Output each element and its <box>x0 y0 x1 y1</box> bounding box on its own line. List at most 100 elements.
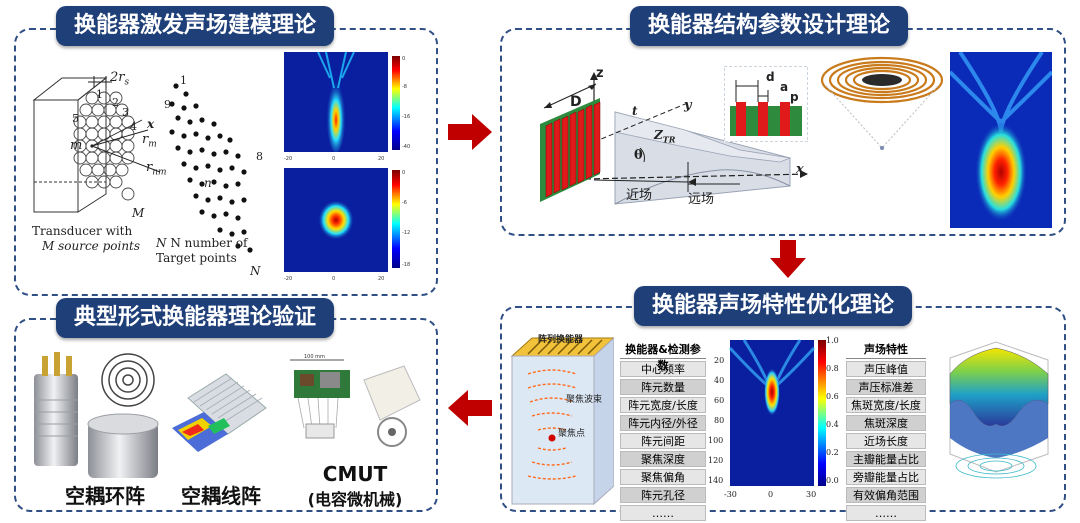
feature-item: 焦斑宽度/长度 <box>846 397 926 413</box>
svg-text:-20: -20 <box>284 156 292 162</box>
transducer-caption-line1: Transducer with <box>32 224 133 238</box>
source-number-2: 2 <box>112 96 119 109</box>
feature-item: …… <box>846 505 926 521</box>
label-far-field: 远场 <box>688 192 715 207</box>
source-number-1: 1 <box>96 88 103 101</box>
beam-field-map <box>950 52 1052 228</box>
svg-text:-18: -18 <box>402 262 410 268</box>
label-array-transducer: 阵列换能器 <box>538 335 584 345</box>
colorbar-tick: 1.0 <box>826 336 839 345</box>
svg-text:0: 0 <box>402 170 405 176</box>
x-tick: 0 <box>768 490 774 499</box>
target-points-figure <box>169 83 253 253</box>
param-item: 聚焦偏角 <box>620 469 706 485</box>
target-caption-line2: Target points <box>156 251 237 265</box>
y-tick: 140 <box>708 476 724 485</box>
arrow-down-icon <box>770 240 806 278</box>
arrow-right-icon <box>448 114 492 150</box>
linear-array-transducer-photo <box>172 373 267 452</box>
colorbar-tick: 0.2 <box>826 448 839 457</box>
svg-text:-12: -12 <box>402 230 410 236</box>
acoustic-field-map-lower: 0 -6 -12 -18 -20 0 20 <box>284 168 410 282</box>
title-verification: 典型形式换能器理论验证 <box>56 298 335 338</box>
transducer-parameters-table: 换能器&检测参数 中心频率 阵元数量 阵元宽度/长度 阵元内径/外径 阵元间距 … <box>620 342 706 523</box>
label-z: z <box>596 66 604 81</box>
svg-text:-6: -6 <box>402 200 407 206</box>
feature-item: 旁瓣能量占比 <box>846 469 926 485</box>
title-field-optimization: 换能器声场特性优化理论 <box>634 286 913 326</box>
svg-text:-16: -16 <box>402 114 410 120</box>
transducer-structure-figure <box>539 72 809 205</box>
feature-item: 有效偏角范围 <box>846 487 926 503</box>
param-item: 阵元宽度/长度 <box>620 397 706 413</box>
label-rm: rm <box>142 132 157 150</box>
source-number-5: 5 <box>72 112 79 125</box>
colorbar-tick: 0.0 <box>826 476 839 485</box>
arrow-left-icon <box>448 390 492 426</box>
annular-array-transducer-photo <box>34 352 159 478</box>
svg-text:0: 0 <box>332 156 335 162</box>
title-structure-design: 换能器结构参数设计理论 <box>630 6 909 46</box>
label-focused-beam: 聚焦波束 <box>566 395 603 405</box>
svg-text:-40: -40 <box>402 144 410 150</box>
svg-text:-20: -20 <box>284 276 292 282</box>
cmut-transducer-photo: 100 mm <box>290 354 421 447</box>
label-2rs: 2rs <box>110 70 130 88</box>
target-number-8: 8 <box>256 150 263 163</box>
feature-item: 主瓣能量占比 <box>846 451 926 467</box>
transducer-caption-line2: M source points <box>42 239 141 253</box>
param-item: …… <box>620 505 706 521</box>
svg-text:-8: -8 <box>402 84 407 90</box>
label-x-axis: x <box>796 162 804 177</box>
feature-item: 焦斑深度 <box>846 415 926 431</box>
param-item: 中心频率 <box>620 361 706 377</box>
caption-annular-array: 空耦环阵 <box>65 484 145 508</box>
y-tick: 40 <box>714 376 725 385</box>
optimized-field-map <box>728 339 826 486</box>
colorbar-tick: 0.4 <box>826 420 839 429</box>
target-number-1: 1 <box>180 74 187 87</box>
label-p: p <box>790 90 799 104</box>
label-y: y <box>684 98 692 113</box>
source-number-3: 3 <box>122 106 129 119</box>
title-acoustic-modeling: 换能器激发声场建模理论 <box>56 6 335 46</box>
label-N: N <box>250 264 261 278</box>
x-tick: 30 <box>806 490 817 499</box>
label-m: m <box>70 138 83 153</box>
feature-item: 声压峰值 <box>846 361 926 377</box>
caption-cmut: CMUT <box>322 462 388 486</box>
param-item: 阵元孔径 <box>620 487 706 503</box>
svg-text:0: 0 <box>332 276 335 282</box>
label-theta: θ <box>634 148 643 163</box>
svg-text:20: 20 <box>378 276 384 282</box>
params-header: 换能器&检测参数 <box>620 342 706 372</box>
annular-array-figure <box>820 56 944 150</box>
target-number-9: 9 <box>164 98 171 111</box>
param-item: 阵元内径/外径 <box>620 415 706 431</box>
svg-text:20: 20 <box>378 156 384 162</box>
y-tick: 120 <box>708 456 724 465</box>
label-ztr: ZTR <box>654 128 676 145</box>
param-item: 聚焦深度 <box>620 451 706 467</box>
label-d: d <box>766 70 775 84</box>
element-spacing-inset <box>724 66 808 142</box>
target-caption-line1: N N number of <box>156 236 248 250</box>
label-D: D <box>570 94 582 110</box>
y-tick: 20 <box>714 356 725 365</box>
y-tick: 80 <box>714 416 725 425</box>
label-near-field: 近场 <box>626 188 653 203</box>
colorbar-tick: 0.6 <box>826 392 839 401</box>
label-focal-point: 聚焦点 <box>558 429 586 439</box>
transducer-source-points-figure <box>32 76 161 213</box>
source-number-4: 4 <box>130 120 137 133</box>
y-tick: 60 <box>714 396 725 405</box>
features-header: 声场特性 <box>846 342 926 359</box>
param-item: 阵元间距 <box>620 433 706 449</box>
colorbar-tick: 0.8 <box>826 364 839 373</box>
label-n: n <box>204 176 212 190</box>
optimization-surface-plot <box>949 341 1049 479</box>
phased-array-focusing-figure <box>510 337 614 506</box>
label-M: M <box>132 206 145 220</box>
caption-cmut-sub: (电容微机械) <box>307 490 403 509</box>
